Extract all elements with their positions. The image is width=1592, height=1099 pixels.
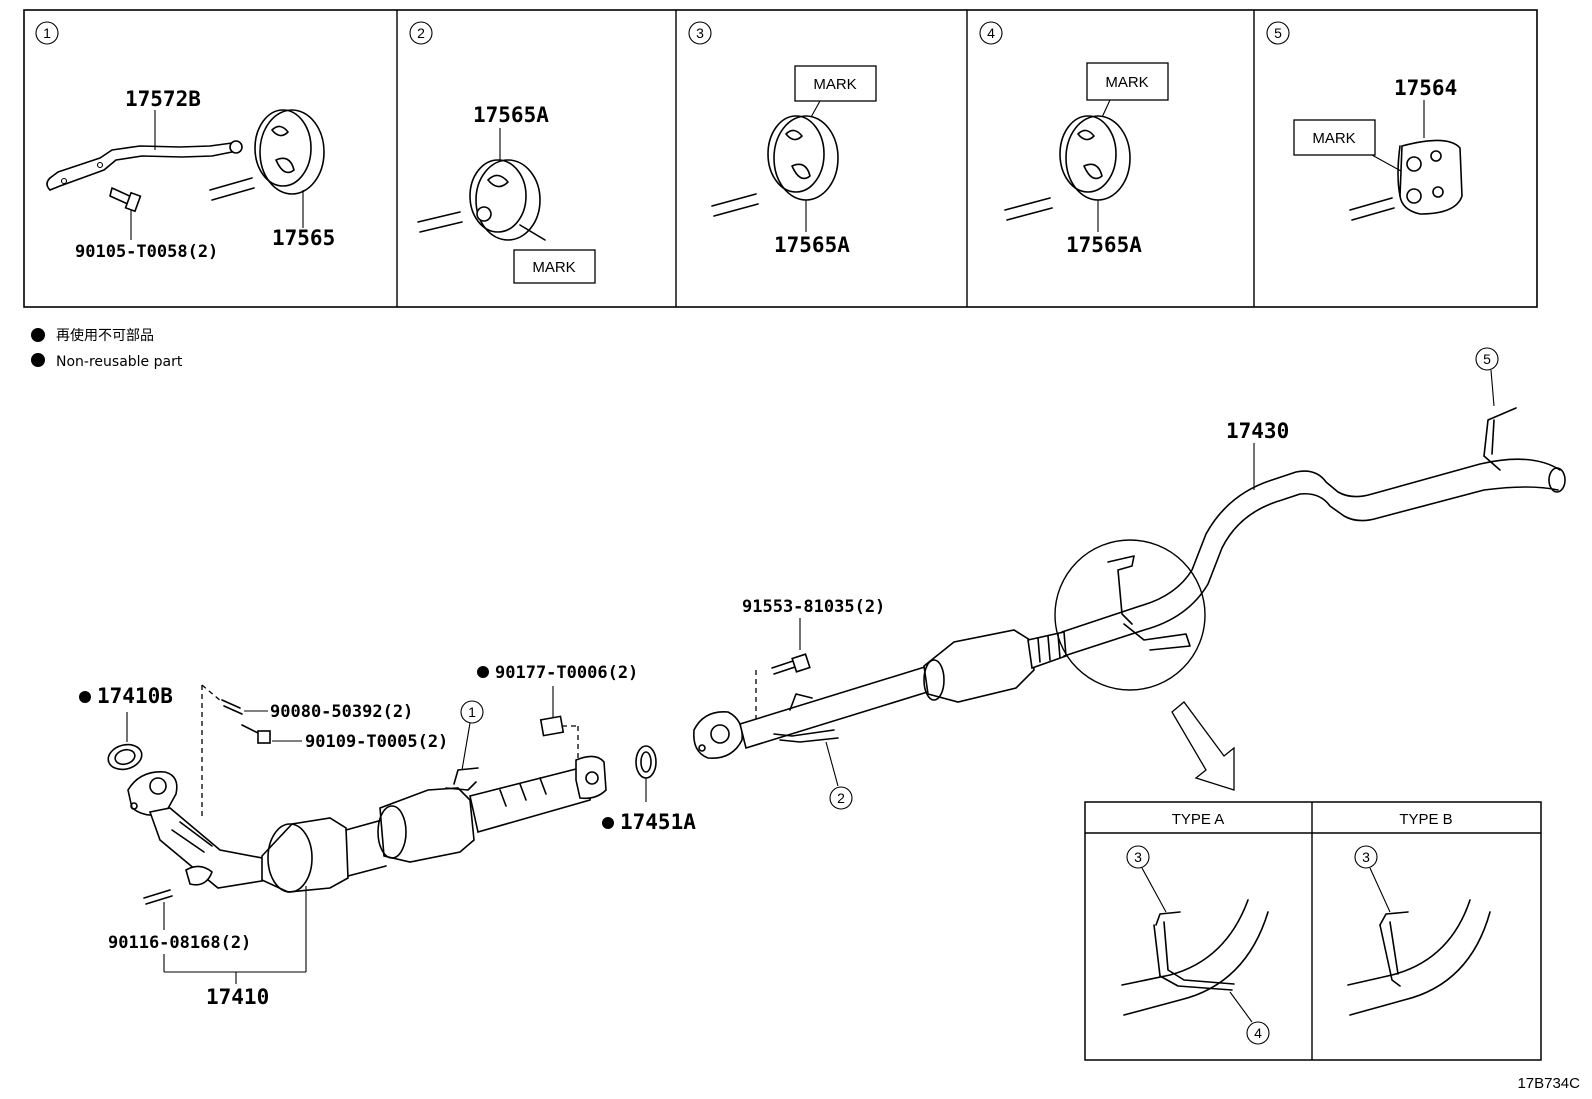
part-90109-label: 90109-T0005(2): [305, 732, 448, 752]
legend-jp-text: 再使用不可部品: [56, 327, 154, 344]
detail-panel-1: 1 17572B 90105-T0058(2) 17565: [35, 21, 335, 262]
part-17410-label: 17410: [206, 985, 269, 1009]
part-90177-label: 90177-T0006(2): [495, 663, 638, 683]
part-17451A-label: 17451A: [620, 810, 696, 834]
type-a-label: TYPE A: [1172, 811, 1225, 828]
type-b-label: TYPE B: [1399, 811, 1452, 828]
detail-panel-2: 2 17565A MARK: [409, 21, 596, 284]
mark-label-p5: MARK: [1312, 130, 1355, 147]
part-90105-label: 90105-T0058(2): [75, 242, 218, 262]
part-17430-label: 17430: [1226, 419, 1289, 443]
legend: 再使用不可部品 Non-reusable part: [31, 327, 183, 370]
diagram-code: 17B734C: [1517, 1075, 1580, 1092]
callout-4-type-a: 4: [1254, 1025, 1262, 1041]
callout-2: 2: [837, 790, 845, 806]
detail-panels-frame: [23, 9, 1538, 308]
callout-3-type-b: 3: [1362, 849, 1370, 865]
mark-label-p3: MARK: [813, 76, 856, 93]
detail-panel-4: 4 MARK 17565A: [979, 21, 1169, 257]
legend-en-text: Non-reusable part: [56, 354, 183, 370]
part-90080-label: 90080-50392(2): [270, 702, 413, 722]
mark-label-p4: MARK: [1105, 74, 1148, 91]
center-and-tail-pipe: 91553-81035(2) 2 5 17430: [692, 347, 1566, 810]
callout-1: 1: [468, 704, 476, 720]
panel-1-number: 1: [43, 25, 51, 41]
part-17565A-label-p4: 17565A: [1066, 233, 1142, 257]
panel-3-number: 3: [696, 25, 704, 41]
part-91553-label: 91553-81035(2): [742, 597, 885, 617]
part-17565-label: 17565: [272, 226, 335, 250]
panel-4-number: 4: [987, 25, 995, 41]
part-17565A-label-p2: 17565A: [473, 103, 549, 127]
callout-5: 5: [1483, 351, 1491, 367]
part-17572B-label: 17572B: [125, 87, 201, 111]
panel-5-number: 5: [1274, 25, 1282, 41]
detail-panel-3: 3 MARK 17565A: [688, 21, 877, 257]
part-17410B-label: 17410B: [97, 684, 173, 708]
type-inset: TYPE A TYPE B 3 4 3: [1084, 801, 1542, 1061]
panel-2-number: 2: [417, 25, 425, 41]
mark-label-p2: MARK: [532, 259, 575, 276]
part-17564-label: 17564: [1394, 76, 1457, 100]
part-17565A-label-p3: 17565A: [774, 233, 850, 257]
callout-3-type-a: 3: [1134, 849, 1142, 865]
front-pipe-assembly: 17410B 90080-50392(2) 90109-T0005(2): [79, 663, 696, 1009]
detail-panel-5: 5 17564 MARK: [1266, 21, 1463, 221]
part-90116-label: 90116-08168(2): [108, 933, 251, 953]
